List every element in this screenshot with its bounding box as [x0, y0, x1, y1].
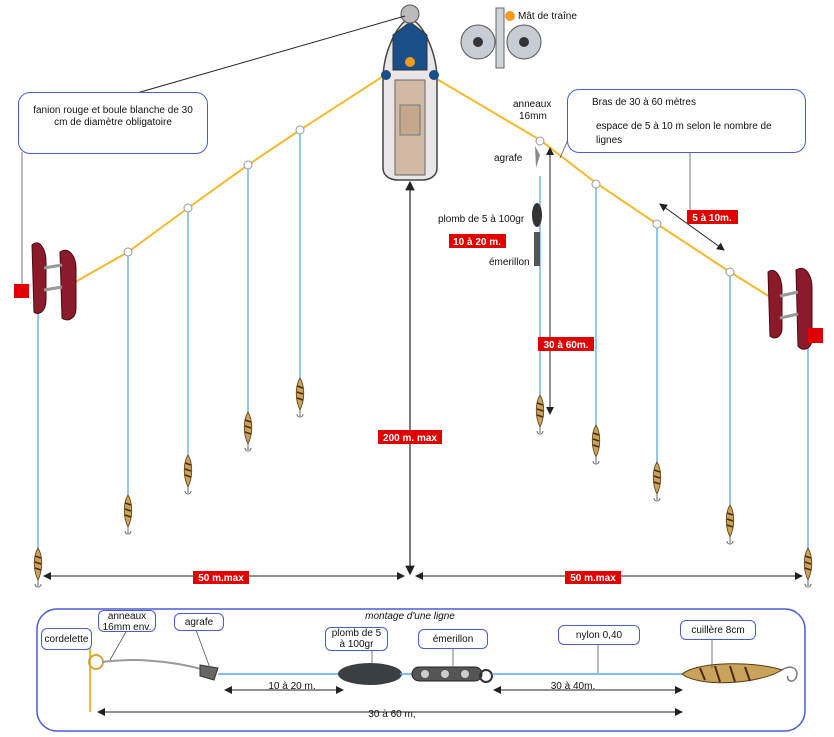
sinker-label: plomb de 5 à 100gr [438, 214, 525, 225]
flag-leader [129, 15, 406, 96]
left-arm [69, 74, 386, 286]
rig-tag-rings-line2: 16mm env. [102, 622, 152, 633]
right-span-text: 50 m.max [570, 573, 616, 584]
rig-tag-cord: cordelette [41, 628, 92, 650]
sinker-gap-badge [449, 234, 506, 248]
depth-badge [378, 430, 442, 444]
snap-label: agrafe [494, 153, 523, 164]
right-arm [429, 74, 776, 301]
rig-sinker-icon [338, 663, 402, 685]
flag-callout-text: fanion rouge et boule blanche de 30 cm d… [33, 105, 193, 128]
rig-tag-nylon: nylon 0,40 [558, 625, 640, 645]
sinker-gap-text: 10 à 20 m. [453, 237, 501, 248]
mast-reels [460, 7, 542, 69]
line-len-badge [538, 337, 594, 351]
right-sinker-rig [532, 146, 542, 266]
rig-pointers [109, 629, 713, 673]
rig-dim3: 30 à 60 m, [368, 709, 415, 720]
rig-dim2: 30 à 40m. [551, 681, 595, 692]
rig-swivel-icon [411, 666, 493, 683]
rig-tag-swivel-text: émerillon [432, 634, 474, 645]
rig-tag-rings-line1: anneaux [107, 611, 147, 622]
mast-label: Mât de traîne [518, 11, 577, 22]
boat [381, 4, 439, 181]
rig-tag-spoon-text: cuillère 8cm [691, 625, 745, 636]
arms-line1: Bras de 30 à 60 mètres [592, 97, 696, 108]
arms-callout: Bras de 30 à 60 mètres espace de 5 à 10 … [567, 89, 806, 153]
rings-size-label: 16mm [519, 111, 547, 122]
rig-tag-snap: agrafe [174, 613, 224, 631]
rig-tag-cord-text: cordelette [44, 634, 89, 645]
left-span-text: 50 m.max [198, 573, 244, 584]
rig-tag-sinker-line2: à 100gr [339, 639, 374, 650]
spacing-arrow [659, 203, 725, 251]
spacing-badge [687, 210, 738, 224]
rings-label: anneaux [513, 99, 551, 110]
rig-spoon-icon [681, 663, 798, 684]
rig-dim1: 10 à 20 m. [268, 681, 315, 692]
rig-tag-snap-text: agrafe [184, 617, 214, 628]
swivel-label: émerillon [489, 257, 530, 268]
depth-text: 200 m. max [383, 433, 437, 444]
spacing-text: 5 à 10m. [692, 213, 732, 224]
line-len-text: 30 à 60m. [543, 340, 588, 351]
rig-tag-rings: anneaux 16mm env. [98, 610, 156, 633]
fishing-lines [37, 134, 809, 548]
rig-tag-sinker-line1: plomb de 5 [331, 628, 382, 639]
rig-tag-swivel: émerillon [418, 629, 488, 649]
rig-tag-nylon-text: nylon 0,40 [575, 630, 623, 641]
white-ball-icon [400, 4, 420, 24]
left-flag-icon [14, 284, 29, 298]
rig-tag-sinker: plomb de 5 à 100gr [325, 627, 388, 651]
right-planer-board [767, 268, 823, 350]
lures [33, 377, 813, 588]
flag-callout: fanion rouge et boule blanche de 30 cm d… [18, 92, 208, 154]
arms-line2: espace de 5 à 10 m selon le nombre de li… [596, 121, 772, 146]
rig-title: montage d'une ligne [365, 611, 455, 622]
rig-tag-spoon: cuillère 8cm [680, 620, 756, 640]
left-span-badge [193, 571, 249, 584]
right-span-badge [565, 571, 621, 584]
mast-icon [405, 57, 415, 67]
mast-marker-icon [505, 11, 515, 21]
right-flag-icon [808, 328, 823, 343]
left-planer-board [14, 242, 77, 321]
